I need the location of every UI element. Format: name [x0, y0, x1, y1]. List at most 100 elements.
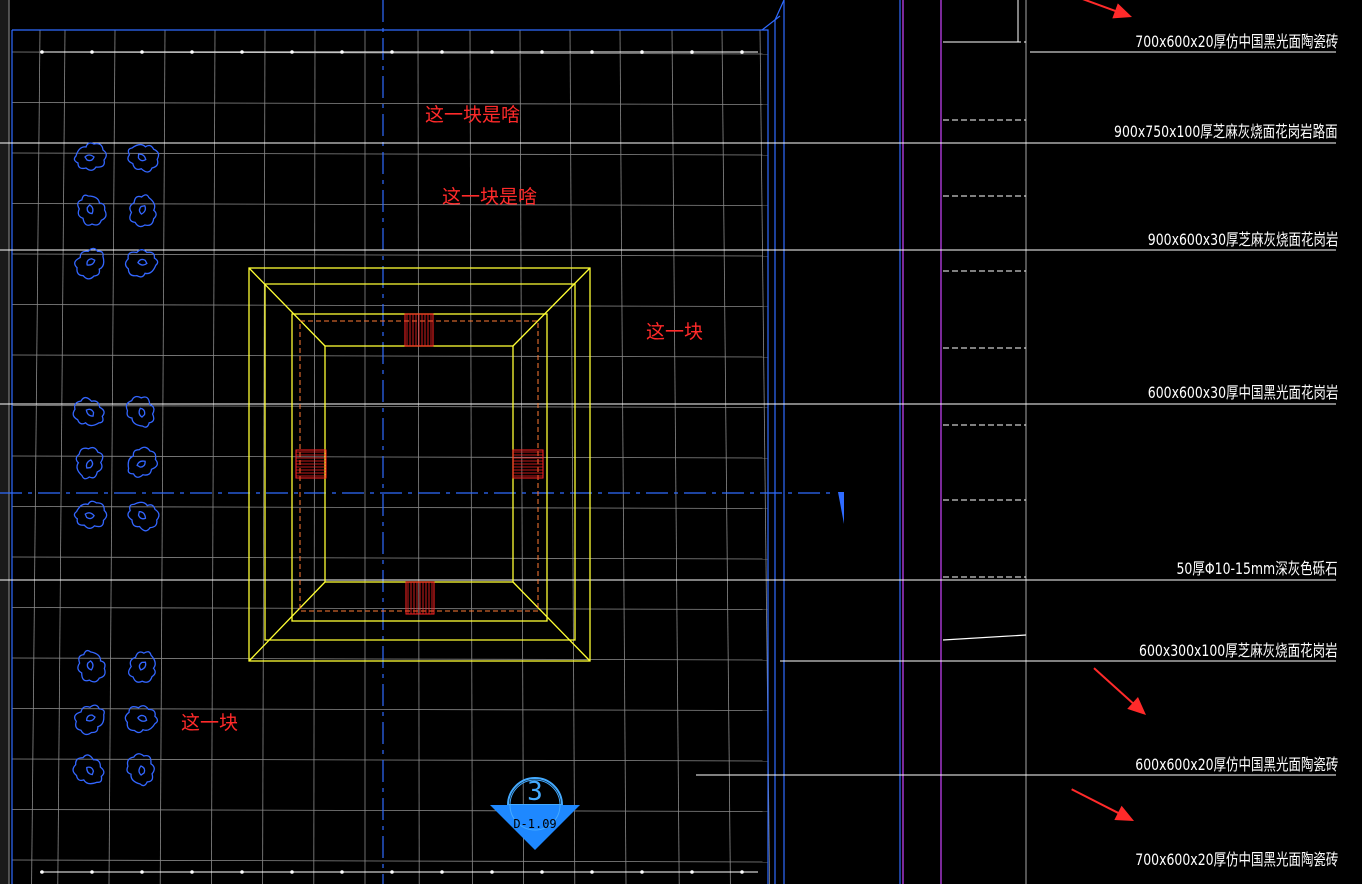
edge-dots — [40, 50, 744, 874]
edge-dot — [540, 870, 544, 874]
edge-dot — [140, 870, 144, 874]
edge-dot — [590, 870, 594, 874]
plant-symbol — [72, 396, 105, 427]
material-label-1: 700x600x20厚仿中国黑光面陶瓷砖 — [1134, 32, 1338, 51]
grid-line-h — [11, 304, 769, 307]
annotation-note-1: 这一块是啥 — [425, 104, 521, 126]
boundary-lines — [0, 0, 1027, 884]
plant-symbol — [127, 143, 160, 173]
edge-dot — [240, 870, 244, 874]
grid-line-h — [11, 152, 769, 156]
edge-dot — [490, 50, 494, 54]
edge-dot — [690, 870, 694, 874]
grid-line-v — [671, 29, 680, 884]
grid-line-h — [11, 556, 769, 560]
plant-symbol — [126, 753, 155, 787]
dotted-edges — [40, 51, 758, 873]
edge-dot — [740, 50, 744, 54]
edge-dot — [390, 50, 394, 54]
edge-dot — [290, 870, 294, 874]
red-hatch-inlets — [295, 313, 544, 615]
wall-section-slope — [942, 634, 1027, 641]
edge-dot — [40, 870, 44, 874]
edge-dot — [590, 50, 594, 54]
edge-dot — [340, 50, 344, 54]
grid-line-h — [11, 708, 769, 711]
grid-line-h — [11, 354, 769, 358]
hatch-lines — [296, 314, 543, 614]
edge-dot — [440, 870, 444, 874]
plant-symbol — [74, 247, 105, 280]
grid-line-v — [108, 29, 116, 884]
grid-line-h — [11, 253, 769, 257]
callout-number: 3 — [527, 777, 543, 807]
edge-dot — [240, 50, 244, 54]
edge-dot — [440, 50, 444, 54]
grid-line-v — [210, 29, 216, 884]
callout-sheet: D-1.09 — [513, 817, 556, 831]
section-marker — [838, 492, 844, 524]
plant-symbol — [73, 500, 108, 529]
edge-dot — [340, 870, 344, 874]
wall-section-marks — [943, 41, 1026, 578]
material-label-8: 700x600x20厚仿中国黑光面陶瓷砖 — [1134, 850, 1338, 869]
grid-line-h — [11, 455, 769, 459]
plant-symbol — [72, 754, 105, 785]
edge-dot — [540, 50, 544, 54]
edge-dot — [390, 870, 394, 874]
grid-line-v — [57, 29, 66, 884]
edge-dot — [640, 50, 644, 54]
material-label-6: 600x300x100厚芝麻灰烧面花岗岩 — [1139, 641, 1338, 660]
magenta-lines — [902, 0, 942, 884]
material-label-2: 900x750x100厚芝麻灰烧面花岗岩路面 — [1114, 122, 1338, 141]
section-callout: 3 D-1.09 — [490, 777, 580, 850]
plant-symbol — [77, 649, 106, 683]
grid-line-h — [11, 102, 769, 105]
edge-dot — [740, 870, 744, 874]
annotation-note-3: 这一块 — [646, 321, 704, 343]
grid-line-h — [11, 809, 769, 812]
paving-grid — [11, 29, 770, 884]
material-label-3: 900x600x30厚芝麻灰烧面花岗岩 — [1147, 230, 1338, 249]
grid-line-h — [11, 506, 769, 509]
plant-symbol — [125, 395, 155, 428]
grid-line-h — [11, 607, 769, 610]
grid-line-v — [619, 29, 627, 884]
edge-dot — [140, 50, 144, 54]
edge-dot — [40, 50, 44, 54]
edge-dot — [90, 870, 94, 874]
grid-line-h — [11, 657, 769, 661]
plant-symbol — [127, 446, 159, 478]
grid-line-v — [569, 29, 576, 884]
edge-dot — [290, 50, 294, 54]
material-label-5: 50厚Φ10-15mm深灰色砾石 — [1176, 559, 1338, 578]
plant-symbol — [127, 501, 160, 532]
edge-dot — [190, 870, 194, 874]
plant-symbols — [72, 142, 160, 787]
wall-section-top — [944, 0, 1019, 43]
plant-symbol — [124, 249, 159, 278]
annotation-note-2: 这一块是啥 — [442, 186, 538, 208]
edge-dot — [90, 50, 94, 54]
grid-line-h — [11, 758, 769, 762]
plant-symbol — [127, 651, 156, 683]
plant-symbol — [74, 704, 105, 736]
edge-dot — [490, 870, 494, 874]
edge-dot — [690, 50, 694, 54]
material-leader-lines — [0, 51, 1336, 776]
edge-dot — [190, 50, 194, 54]
material-label-4: 600x600x30厚中国黑光面花岗岩 — [1147, 383, 1338, 402]
grid-line-v — [31, 29, 41, 884]
grid-line-h — [11, 203, 769, 206]
edge-dot — [640, 870, 644, 874]
grid-line-h — [11, 859, 769, 863]
grid-line-v — [721, 29, 731, 884]
plant-symbol — [75, 446, 104, 480]
plant-symbol — [77, 194, 107, 226]
plant-symbol — [129, 194, 157, 228]
material-label-7: 600x600x20厚仿中国黑光面陶瓷砖 — [1134, 755, 1338, 774]
grid-line-v — [159, 29, 166, 884]
plant-symbol — [73, 142, 107, 171]
grid-line-h — [11, 405, 769, 408]
